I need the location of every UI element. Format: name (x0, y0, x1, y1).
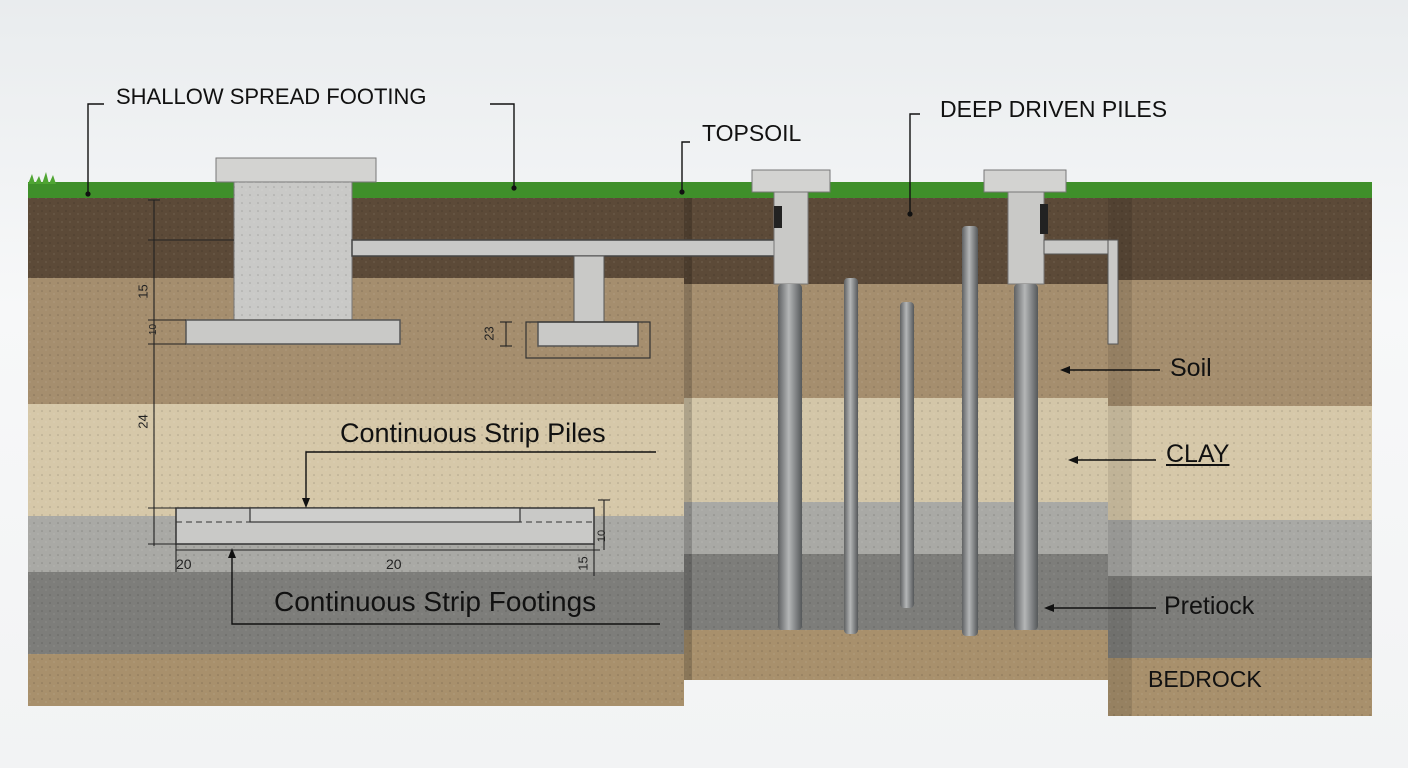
dimension-24: 24 (135, 414, 151, 429)
pile-cap-right (983, 169, 1119, 345)
pile-4 (962, 226, 978, 636)
bedrock-label: BEDROCK (1148, 666, 1262, 692)
leader-lines (87, 103, 1160, 625)
pile-1 (778, 284, 802, 630)
beam-footing (537, 321, 639, 347)
dimension-15: 15 (135, 284, 151, 299)
dimension-lines (148, 199, 610, 576)
footing-cap (215, 157, 377, 183)
soil-label: Soil (1170, 354, 1212, 382)
driven-piles (778, 226, 1038, 636)
arrowheads (85, 185, 1078, 612)
right-strata (1108, 196, 1372, 716)
shallow-spread-footing (185, 157, 401, 345)
dimension-10: 10 (148, 323, 160, 336)
pretiock-label: Pretiock (1164, 592, 1255, 620)
pile-cap-left (751, 169, 831, 285)
continuous-strip-piles-label: Continuous Strip Piles (340, 418, 606, 448)
beam-stem (573, 255, 605, 323)
clay-label: CLAY (1166, 440, 1230, 468)
dimension-20-left: 20 (176, 556, 192, 572)
continuous-strip-footing (175, 507, 595, 545)
continuous-strip-footings-label: Continuous Strip Footings (274, 586, 597, 617)
dimension-23: 23 (481, 326, 497, 341)
deep-driven-piles-label: DEEP DRIVEN PILES (940, 96, 1168, 122)
dimension-20-mid: 20 (386, 556, 402, 572)
topsoil-label: TOPSOIL (702, 120, 802, 146)
dimension-10-right: 10 (596, 529, 609, 543)
pile-3 (900, 302, 914, 608)
pile-5 (1014, 284, 1038, 630)
dimension-15-bottom: 15 (575, 556, 591, 571)
pile-2 (844, 278, 858, 634)
shallow-spread-footing-label: SHALLOW SPREAD FOOTING (116, 84, 427, 109)
footing-base (185, 319, 401, 345)
